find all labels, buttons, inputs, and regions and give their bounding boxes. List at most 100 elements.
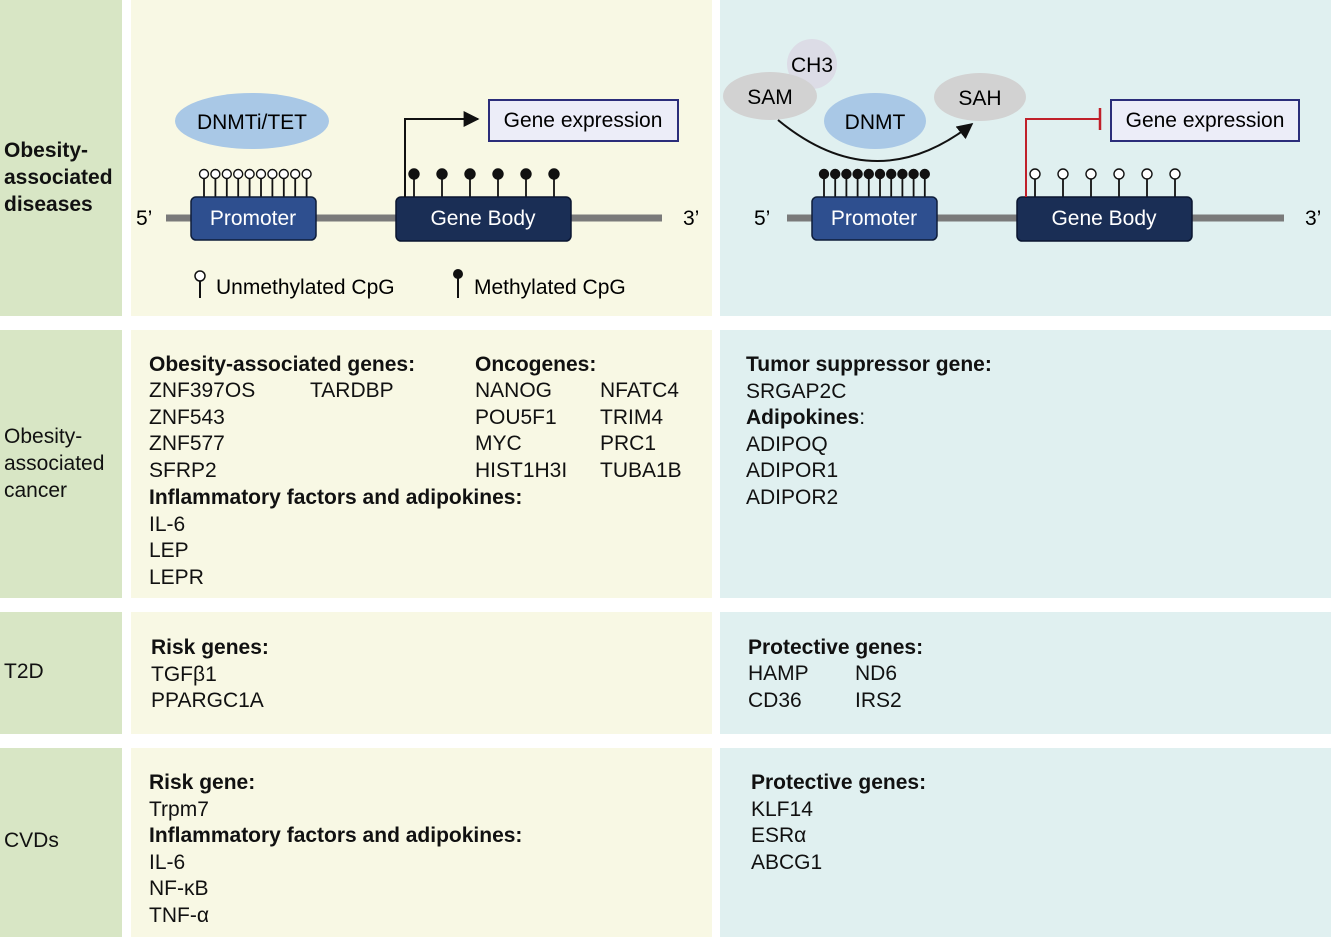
risk-genes-header: Risk genes: (151, 636, 269, 659)
gene-body-label: Gene Body (1051, 207, 1157, 230)
unmethylated-cpg-pin (1141, 168, 1153, 198)
methylated-cpg-pin (464, 168, 476, 198)
gene-item: PRC1 (600, 432, 657, 456)
ch3-group (787, 39, 837, 89)
gene-item: CD36 (748, 688, 802, 712)
methylated-cpg-pin (520, 168, 532, 198)
activation-arrow (404, 111, 480, 197)
cancer-right-bg (720, 330, 1331, 598)
dnmti-tet-enzyme (175, 93, 329, 149)
gene-item: PPARGC1A (151, 689, 264, 713)
gene-item: ND6 (855, 662, 898, 685)
cancer-obesity-col2: TARDBP (310, 378, 394, 405)
gene-item: TARDBP (310, 379, 394, 402)
cancer-onco-col2: NFATC4 TRIM4 PRC1 TUBA1B (600, 378, 682, 484)
unmethylated-cpg-pin (1113, 168, 1125, 198)
gene-item: NF-κB (149, 877, 209, 901)
gene-body-label: Gene Body (430, 207, 536, 230)
gene-item: ABCG1 (751, 850, 823, 874)
tsg-header: Tumor suppressor gene: (746, 353, 992, 376)
row-label-t2d: T2D (4, 660, 44, 683)
gene-item: ZNF397OS (149, 379, 256, 402)
cvd-left-bg (131, 748, 712, 937)
methylated-cpg-pin (908, 168, 919, 198)
gene-item: POU5F1 (475, 405, 557, 429)
methylated-cpg-pin (886, 168, 897, 198)
promoter-box (190, 196, 317, 241)
gene-item: TGFβ1 (151, 662, 217, 686)
unmethylated-cpg-pin (244, 168, 255, 198)
unmethylated-cpg-cluster (198, 168, 312, 198)
gene-item: IRS2 (855, 688, 902, 712)
methylated-cpg-pin (436, 168, 448, 198)
gene-item: TUBA1B (600, 458, 682, 482)
unmethylated-cpg-pin (1169, 168, 1181, 198)
gene-item: ADIPOR1 (746, 459, 839, 483)
right-diagram: 5’ 3’ CH3 SAM SAH DNMT Promoter Gene Bod… (723, 39, 1321, 242)
methylated-cpg-pin (830, 168, 841, 198)
cancer-inflam-header: Inflammatory factors and adipokines: (149, 486, 523, 509)
row-label-bg-cvd (0, 748, 122, 937)
cvd-right-block: Protective genes: KLF14 ESRα ABCG1 (751, 770, 926, 876)
unmethylated-cpg-pin (221, 168, 233, 198)
t2d-right-bg (720, 612, 1331, 734)
unmethylated-cpg-pin (232, 168, 244, 198)
unmethylated-cpg-pin (301, 168, 312, 198)
sam-label: SAM (747, 86, 793, 109)
gene-item: MYC (475, 432, 522, 456)
legend-unmethylated-icon (194, 270, 206, 298)
gene-item: TNF-α (149, 903, 209, 927)
sah-metabolite (934, 73, 1026, 121)
three-prime-label: 3’ (683, 207, 699, 230)
methylation-diagram: 5’ 3’ DNMTi/TET Promoter Gene Body Gene … (136, 39, 1321, 299)
gene-item: NFATC4 (600, 379, 679, 402)
gene-item: ADIPOR2 (746, 485, 839, 509)
protective-genes-header: Protective genes: (751, 771, 927, 794)
sam-metabolite (723, 72, 817, 120)
gene-item: ZNF543 (149, 405, 225, 429)
t2d-right-col2: ND6 IRS2 (855, 661, 902, 714)
gene-expression-box (488, 99, 679, 142)
gene-item: ESRα (751, 824, 807, 848)
cancer-obesity-col1: ZNF397OS ZNF543 ZNF577 SFRP2 (149, 378, 255, 484)
row-label-bg-t2d (0, 612, 122, 734)
methylated-cpg-cluster (818, 168, 930, 198)
three-prime-label: 3’ (1305, 207, 1321, 230)
unmethylated-cpg-gene-body (1029, 168, 1181, 198)
row-label-cvd: CVDs (4, 829, 59, 852)
unmethylated-cpg-pin (1057, 168, 1069, 198)
dnmt-enzyme (824, 93, 926, 149)
methylated-cpg-pin (492, 168, 504, 198)
promoter-label: Promoter (210, 207, 296, 230)
cancer-onco-col1: NANOG POU5F1 MYC HIST1H3I (475, 378, 567, 484)
methylated-cpg-pin (863, 168, 874, 198)
dnmti-tet-label: DNMTi/TET (197, 111, 307, 134)
legend-methylated-icon (453, 269, 463, 298)
conversion-arrow (777, 119, 974, 162)
methylated-cpg-pin (408, 168, 420, 198)
legend-methylated-label: Methylated CpG (474, 276, 626, 299)
cvd-inflam-header: Inflammatory factors and adipokines: (149, 824, 523, 848)
methylated-cpg-pin (841, 168, 852, 198)
five-prime-label: 5’ (754, 207, 770, 230)
t2d-left-block: Risk genes: TGFβ1 PPARGC1A (151, 635, 269, 715)
legend-unmethylated-label: Unmethylated CpG (216, 276, 395, 299)
methylated-cpg-pin (897, 168, 908, 198)
gene-body-box (1016, 196, 1193, 242)
unmethylated-cpg-pin (255, 168, 267, 198)
unmethylated-cpg-pin (1085, 168, 1097, 198)
unmethylated-cpg-pin (290, 168, 301, 198)
row-label-diseases: Obesity- associated diseases (4, 139, 113, 216)
sah-label: SAH (958, 87, 1001, 110)
cvd-right-bg (720, 748, 1331, 937)
cancer-onco-header: Oncogenes: (475, 353, 597, 376)
unmethylated-cpg-pin (210, 168, 221, 198)
gene-item: LEPR (149, 565, 204, 589)
gene-item: LEP (149, 539, 189, 563)
gene-item: IL-6 (149, 850, 186, 874)
cancer-left-bg (131, 330, 712, 598)
unmethylated-cpg-pin (198, 168, 210, 198)
risk-gene-header: Risk gene: (149, 771, 256, 794)
gene-item: HAMP (748, 662, 809, 685)
promoter-label: Promoter (831, 207, 917, 230)
